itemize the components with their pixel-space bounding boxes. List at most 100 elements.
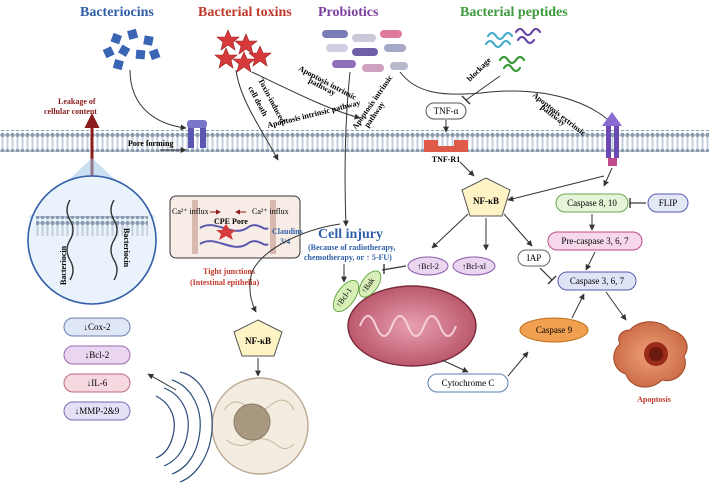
mitochondrion-icon	[347, 285, 477, 367]
header-bacterial-toxins: Bacterial toxins	[198, 5, 292, 20]
tnf-receptor-icon	[424, 140, 468, 152]
iap-inhibition-line	[539, 267, 553, 281]
bacteriocin-molecule-left	[66, 199, 74, 281]
cell-membrane	[0, 130, 709, 152]
label-claudins-1: Claudins	[272, 227, 303, 236]
flip-label: FLIP	[659, 198, 678, 208]
caspase-8-10-label: Caspase 8, 10	[567, 198, 617, 208]
bcl2-label: ↑Bcl-2	[417, 262, 439, 271]
apoptotic-nucleus-core	[649, 347, 663, 361]
flip-node	[647, 193, 689, 213]
mmp-node	[63, 401, 131, 421]
nfkb-main-node	[461, 177, 511, 217]
mitochondrion-cristae	[359, 315, 457, 337]
bcl2-inhibition-line	[381, 265, 407, 271]
cell-injury-line1: (Because of radiotherapy,	[308, 243, 395, 252]
caspase-367-node	[557, 271, 637, 291]
label-leakage-2: cellular content	[44, 107, 97, 116]
cox2-node	[63, 317, 131, 337]
cell-injury-line2: chemotherapy, or ↑ 5-FU)	[304, 253, 392, 262]
arrow-peptides-blockage	[465, 75, 501, 101]
endoplasmic-reticulum-icon	[155, 371, 213, 483]
label-pore-forming: Pore forming	[128, 139, 173, 148]
cell-injury-title: Cell injury	[318, 227, 383, 242]
header-bacteriocins: Bacteriocins	[80, 5, 154, 20]
claudin-strand-1	[199, 224, 269, 232]
arrow-toxins-to-cpe	[235, 69, 279, 161]
bacteriocin-molecule-right	[110, 199, 118, 281]
cytochrome-c-label: Cytochrome C	[442, 378, 495, 388]
bacterial-toxins-icon	[214, 29, 272, 73]
bacterial-peptides-icon	[484, 27, 542, 73]
arrow-nfkb-to-bcl2	[431, 213, 469, 249]
bak-node	[358, 270, 382, 298]
arrow-toxins-to-injury	[251, 71, 361, 120]
caspase-8-10-node	[555, 193, 629, 213]
caspase-9-node	[519, 317, 589, 343]
label-intestinal-epithelia: (Intestinal epithelia)	[190, 278, 259, 287]
il6-node	[63, 373, 131, 393]
label-bacteriocin-left: Bacteriocin	[59, 245, 68, 285]
label-tight-junctions: Tight junctions	[203, 267, 255, 276]
bclxl-label: ↑Bcl-xl	[462, 262, 487, 271]
label-ca-influx-right: Ca²⁺ influx	[252, 207, 289, 216]
caspase-9-label: Caspase 9	[536, 325, 573, 335]
bacteriocin-zoom-circle	[27, 175, 157, 305]
tnf-alpha-node	[425, 102, 467, 120]
arrow-bacteriocins-to-pore	[129, 69, 187, 131]
cpe-toxin-icon	[216, 224, 236, 240]
arrow-caspase367-to-apoptosis	[605, 291, 627, 321]
arrow-injury-to-nfkb-lower	[249, 223, 341, 313]
bcl2-down-label: ↓Bcl-2	[85, 350, 110, 360]
header-probiotics: Probiotics	[318, 5, 379, 20]
tj-cell-wall-left	[192, 200, 198, 254]
pore-protein-icon	[187, 120, 207, 148]
label-ca-influx-left: Ca²⁺ influx	[172, 207, 209, 216]
bcl2-node	[407, 256, 449, 276]
apoptosis-label: Apoptosis	[637, 395, 671, 404]
bacteriocins-icon	[102, 28, 161, 71]
arrow-cytochrome-to-caspase9	[507, 351, 529, 377]
arrow-receptor-to-caspase810	[603, 167, 613, 187]
arrow-receptor-to-nfkb	[459, 161, 475, 177]
iap-node	[517, 249, 551, 267]
mmp-label: ↓MMP-2&9	[75, 406, 120, 416]
arrow-probiotics-to-injury	[342, 71, 351, 227]
cox2-label: ↓Cox-2	[84, 322, 111, 332]
nfkb-lower-label: NF-κB	[245, 336, 271, 346]
arrow-mito-to-cytochrome	[441, 359, 469, 373]
nfkb-lower-node	[233, 319, 283, 357]
iap-inhibition-bar	[547, 275, 557, 285]
tj-cell-wall-right	[270, 200, 276, 254]
death-receptor-icon	[602, 112, 622, 166]
nucleolus	[233, 403, 271, 441]
il6-label: ↓IL-6	[87, 378, 108, 388]
cytochrome-c-node	[427, 373, 509, 393]
bclxl-node	[452, 256, 496, 276]
arrow-nfkb-to-iap	[503, 213, 533, 247]
blockage-bar	[461, 95, 471, 105]
header-bacterial-peptides: Bacterial peptides	[460, 5, 568, 20]
label-cpe-pore: CPE Pore	[214, 217, 248, 226]
arrow-probiotics-extrinsic	[399, 71, 613, 125]
bcl1-node	[332, 279, 360, 313]
tnf-alpha-label: TNF-α	[434, 106, 459, 116]
caspase-367-label: Caspase 3, 6, 7	[570, 276, 625, 286]
label-leakage-1: Leakage of	[58, 97, 96, 106]
zoom-membrane	[36, 216, 148, 236]
pre-caspase-label: Pre-caspase 3, 6, 7	[561, 236, 629, 246]
tnf-r1-label: TNF-R1	[432, 155, 460, 164]
bcl2-down-node	[63, 345, 131, 365]
label-bacteriocin-right: Bacteriocin	[122, 228, 131, 268]
probiotics-icon	[322, 30, 408, 72]
claudin-strand-2	[199, 240, 269, 248]
nfkb-main-label: NF-κB	[473, 196, 499, 206]
iap-label: IAP	[527, 253, 542, 263]
arrow-receptor-to-nfkb	[507, 175, 605, 202]
arrow-caspase9-to-caspase367	[571, 293, 585, 319]
pre-caspase-node	[547, 231, 643, 251]
arrow-er-to-markers	[147, 373, 177, 391]
label-blockage: blockage	[465, 55, 493, 83]
